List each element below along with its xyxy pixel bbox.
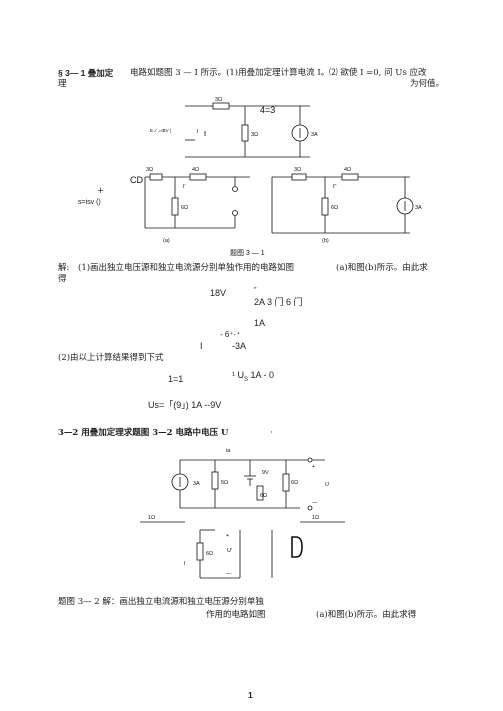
eq-us: ¹ US 1A - 0 [232, 370, 275, 383]
fig1b-label: (b) [322, 238, 329, 244]
fig1a-i: I' [183, 184, 186, 190]
fig1b-r2: 4Ω [344, 167, 351, 173]
eq-6: - 6⁺·⁺ [220, 330, 241, 339]
solution-line1: (1)画出独立电压源和独立电流源分别单独作用的电路如图 [78, 263, 295, 273]
problem1-number: § 3— 1 叠加定 [58, 68, 114, 78]
eq-result: Us=「(9」) 1A --9V [148, 400, 222, 410]
fig2-r3: 6Ω [291, 480, 298, 486]
fig2b-minus: — [226, 571, 232, 577]
fig2-v: 9V [262, 470, 269, 476]
eq-l1: 1=1 [168, 374, 184, 384]
solution-line1-end: (a)和图(b)所示。由此求 [336, 263, 428, 273]
fig2-src: 3A [193, 481, 200, 487]
problem1-statement: 电路如题图 3 — I 所示。(1)用叠加定理计算电流 I。⑵ 欲使 I =0,… [130, 68, 427, 78]
fig1a-plus: + [97, 186, 105, 196]
fig2-u: U [325, 482, 329, 488]
fig1-top-src: 3A [311, 132, 318, 138]
problem1-statement-end: 为何值。 [410, 79, 445, 89]
eq-3a: -3A [232, 341, 247, 351]
solution2-line2: 作用的电路如图 [206, 610, 266, 620]
fig1a-cd: CD [130, 175, 143, 185]
fig2-r1: 5Ω [221, 480, 228, 486]
eq-18v: 18V [210, 288, 227, 298]
fig1-top-big: 4=3 [260, 105, 275, 115]
fig1-top-r2: 3Ω [251, 132, 258, 138]
fig2-r2: 6Ω [260, 493, 267, 499]
solution-label: 解: [58, 263, 70, 273]
page-number: 1 [248, 690, 253, 700]
fig1-top-r: 3Ω [215, 97, 222, 103]
fig2-plus: + [312, 464, 315, 470]
fig1-top-us: Eノ,=IBV | [150, 128, 171, 133]
eq-quote: " [254, 287, 257, 294]
fig1b-r3: 6Ω [331, 205, 338, 211]
fig1b-i: I" [333, 184, 337, 190]
fig2-minus: — [312, 500, 318, 506]
part2: (2)由以上计算结果得到下式 [58, 353, 164, 363]
fig1a-r1: 3Ω [146, 167, 153, 173]
problem1-number-cont: 理 [58, 79, 67, 89]
fig2-left-1: 1Ω [148, 515, 155, 521]
fig2-ia: ia [226, 448, 231, 454]
problem2-statement: 3—2 用叠加定理求题图 3—2 电路中电压 U [58, 428, 229, 438]
solution2-line2-end: (a)和图(b)所示。由此求得 [316, 610, 417, 620]
fig2-right-1: 1Ω [312, 515, 319, 521]
eq-i: I [200, 341, 203, 351]
fig2b-u: U' [227, 548, 232, 554]
fig1b-src: 3A [415, 205, 422, 211]
fig1a-r2: 4Ω [192, 167, 199, 173]
fig2b-r: 6Ω [206, 551, 213, 557]
fig2b-plus: + [226, 533, 229, 539]
eq-1a: 1A [254, 318, 266, 328]
fig1a-r3: 6Ω [181, 205, 188, 211]
fig1a-src: s=isv () [78, 199, 101, 206]
fig1a-label: (a) [163, 238, 170, 244]
fig1-top-i: I [197, 129, 199, 135]
eq-2a: 2A 3 门 6 门 [254, 297, 303, 307]
solution2-line1: 题图 3— 2 解：画出独立电流源和独立电压源分别单独 [58, 597, 264, 607]
fig1b-r1: 3Ω [294, 167, 301, 173]
fig1-caption: 题图 3 — 1 [230, 249, 265, 257]
problem2-dot: · [270, 428, 273, 438]
solution-de: 得 [58, 274, 67, 284]
fig2b-i: I [184, 561, 186, 567]
